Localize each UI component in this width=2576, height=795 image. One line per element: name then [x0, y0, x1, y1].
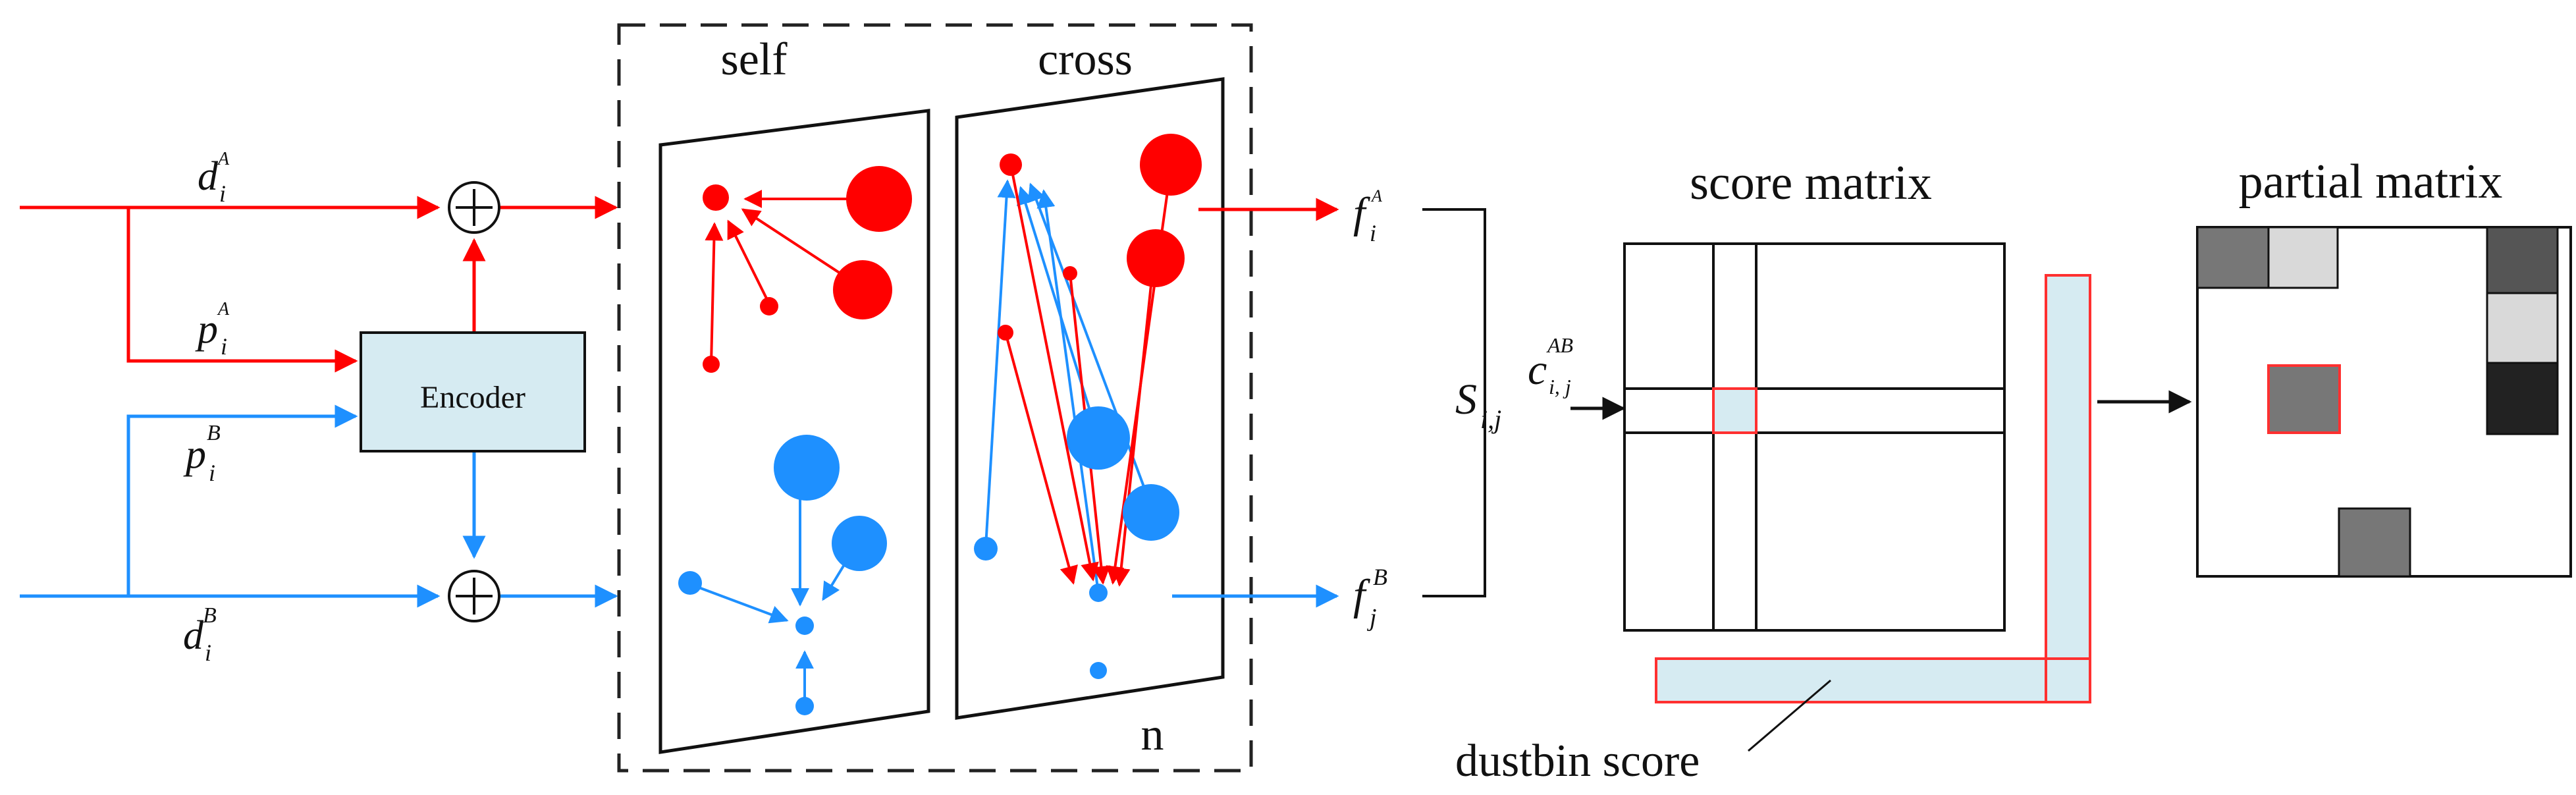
cross-nodes	[974, 134, 1202, 679]
attention-module: self cross n	[617, 23, 1253, 773]
encoder-block: Encoder	[360, 331, 586, 452]
svg-text:A: A	[1370, 186, 1382, 206]
svg-text:f: f	[1353, 571, 1370, 619]
label-S: S i,j	[1455, 375, 1501, 434]
cell-right-top	[2486, 226, 2559, 294]
svg-text:i: i	[1370, 220, 1376, 246]
cross-label: cross	[1038, 34, 1133, 85]
self-red-nodes	[703, 166, 912, 373]
self-label: self	[720, 34, 788, 85]
score-matrix-label: score matrix	[1690, 156, 1932, 210]
position-b-arrow	[126, 404, 358, 596]
svg-text:i: i	[219, 180, 226, 207]
label-pB: p i B	[183, 421, 221, 486]
svg-text:f: f	[1353, 189, 1370, 237]
dustbin-score-label: dustbin score	[1455, 736, 1700, 786]
score-matrix-grid	[1623, 242, 2006, 632]
cell-top-second	[2267, 226, 2339, 289]
svg-text:i: i	[205, 640, 211, 666]
svg-text:A: A	[217, 149, 230, 169]
output-features: f i A f j B S i,j c i, j AB	[1172, 186, 1626, 632]
svg-text:j: j	[1366, 604, 1377, 632]
dustbin-leader-line	[1748, 679, 1831, 752]
svg-text:c: c	[1528, 346, 1547, 394]
sum-node-b	[448, 570, 500, 622]
feature-bracket	[1422, 208, 1486, 597]
label-pA: p i A	[195, 299, 230, 360]
cell-center-highlight	[2267, 364, 2341, 434]
dustbin-row	[1655, 657, 2091, 703]
label-fB: f j B	[1353, 564, 1387, 632]
svg-text:p: p	[183, 432, 206, 477]
label-c: c i, j AB	[1528, 333, 1573, 398]
score-cell-highlight	[1712, 387, 1758, 434]
label-fA: f i A	[1353, 186, 1382, 246]
sum-node-a	[448, 181, 500, 234]
layer-count-label: n	[1141, 709, 1164, 760]
dustbin-column	[2045, 274, 2091, 703]
cell-right-bottom	[2486, 362, 2559, 435]
cell-right-middle	[2486, 292, 2559, 364]
svg-text:i: i	[221, 333, 227, 360]
svg-text:B: B	[207, 421, 221, 445]
svg-text:d: d	[183, 613, 204, 658]
svg-text:d: d	[198, 154, 219, 199]
partial-matrix-label: partial matrix	[2239, 155, 2503, 209]
label-dA: d i A	[198, 149, 230, 207]
svg-text:B: B	[203, 603, 217, 628]
self-red-edges	[705, 190, 863, 365]
self-blue-nodes	[678, 435, 887, 715]
encoder-label: Encoder	[420, 380, 525, 415]
partial-matrix: partial matrix	[2196, 155, 2572, 578]
score-matrix: score matrix dustbin score	[1455, 156, 2091, 786]
svg-text:B: B	[1373, 564, 1387, 590]
encoder-box	[360, 331, 586, 452]
svg-text:A: A	[217, 299, 230, 319]
svg-text:AB: AB	[1546, 333, 1573, 357]
label-dB: d i B	[183, 603, 217, 666]
svg-text:i, j: i, j	[1549, 375, 1571, 398]
svg-text:p: p	[195, 307, 218, 352]
svg-text:S: S	[1455, 375, 1477, 424]
svg-text:i,j: i,j	[1480, 404, 1501, 434]
cell-bottom	[2338, 507, 2411, 578]
repeat-block-border	[617, 23, 1253, 773]
position-a-arrow	[126, 207, 358, 373]
svg-text:i: i	[209, 460, 215, 486]
cell-top-left	[2196, 226, 2270, 289]
